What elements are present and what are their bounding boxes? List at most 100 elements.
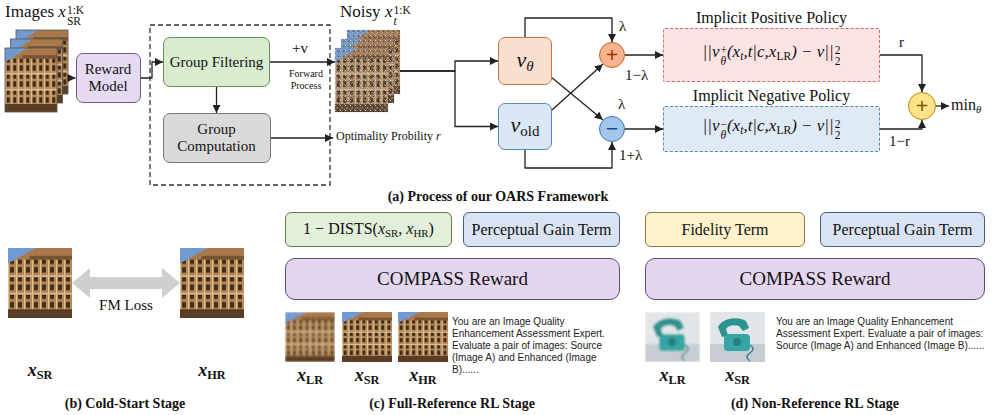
model-box: Reward Model bbox=[76, 53, 141, 103]
node-text: Fidelity Term bbox=[681, 221, 768, 238]
node-text: ||v bbox=[703, 42, 720, 61]
node-heading: xSR bbox=[725, 365, 750, 387]
image-art bbox=[645, 312, 700, 362]
node-text: HR bbox=[418, 373, 436, 387]
reward-box: COMPASS Reward bbox=[285, 258, 620, 300]
process-box: Group Computation bbox=[163, 113, 271, 163]
dashed-group bbox=[150, 25, 330, 185]
connector bbox=[400, 71, 498, 127]
node-text-block: + bbox=[916, 95, 929, 117]
node-text-block: Fidelity Term bbox=[681, 221, 768, 239]
node-text: ) − v|| bbox=[791, 116, 834, 135]
node-text: , bbox=[398, 220, 406, 237]
node-text: v bbox=[516, 47, 526, 72]
node-text-block: 1 − DISTS(xSR, xHR) bbox=[303, 220, 434, 239]
reward-term-box: 1 − DISTS(xSR, xHR) bbox=[285, 212, 452, 247]
node-text: v bbox=[511, 112, 521, 137]
node-text: Perceptual Gain Term bbox=[833, 221, 973, 238]
node-text-block: vold bbox=[511, 113, 540, 139]
annotation-text: θ bbox=[976, 103, 981, 115]
node-text: SR bbox=[734, 373, 750, 387]
noisy-stack-art bbox=[335, 30, 400, 112]
math-script: 1:K bbox=[393, 5, 410, 17]
node-text: x bbox=[660, 365, 669, 385]
node-text: LR bbox=[669, 373, 686, 387]
math-script: 1:K bbox=[67, 5, 84, 17]
math-script: 2 bbox=[835, 130, 841, 142]
node-text: t bbox=[740, 50, 743, 63]
math-script: 2 bbox=[835, 119, 841, 131]
panel-caption: (d) Non-Reference RL Stage bbox=[731, 396, 899, 412]
node-text: x bbox=[409, 365, 418, 385]
node-text: x bbox=[385, 2, 393, 21]
output-arrow bbox=[270, 137, 333, 138]
edge-label: 1−r bbox=[888, 133, 911, 150]
math-stack: 1:KSR bbox=[67, 5, 84, 28]
math-stack: 1:Kt bbox=[393, 5, 410, 28]
image-thumb: xLR bbox=[645, 312, 700, 362]
node-text: t bbox=[740, 124, 743, 137]
math-script: θ bbox=[720, 130, 727, 142]
node-heading: xSR bbox=[28, 360, 53, 382]
node-text: Group Filtering bbox=[170, 54, 264, 70]
reward-term-box: Fidelity Term bbox=[645, 212, 805, 247]
node-text: LR bbox=[776, 50, 791, 63]
connector-group bbox=[68, 18, 922, 283]
image-art bbox=[398, 312, 448, 362]
node-text-block: Group Filtering bbox=[170, 54, 264, 71]
image-art bbox=[285, 312, 335, 362]
math-script: − bbox=[720, 119, 727, 131]
node-text: x bbox=[355, 365, 364, 385]
node-text: x bbox=[58, 2, 66, 21]
label-group: Optimality Probilityr bbox=[336, 130, 441, 144]
node-text: x bbox=[378, 220, 385, 237]
node-heading: xLR bbox=[297, 365, 323, 387]
node-text-block: COMPASS Reward bbox=[740, 268, 891, 289]
node-text: LR bbox=[776, 124, 791, 137]
connector bbox=[68, 77, 76, 78]
math-stack: +θ bbox=[720, 45, 727, 68]
math-script: t bbox=[393, 16, 410, 28]
node-text: (x bbox=[727, 116, 740, 135]
math-stack: −θ bbox=[720, 119, 727, 142]
block-arrow bbox=[90, 277, 162, 289]
panel-caption: (c) Full-Reference RL Stage bbox=[369, 396, 535, 412]
node-heading: xHR bbox=[409, 365, 436, 387]
node-text-block: vθ bbox=[516, 48, 533, 74]
process-box: Group Filtering bbox=[163, 37, 270, 87]
node-heading: Noisyx1:Kt bbox=[340, 2, 411, 28]
node-text-block: + bbox=[606, 44, 619, 66]
connector bbox=[552, 64, 603, 110]
node-text: Reward Model bbox=[85, 61, 132, 94]
node-text: Implicit Positive Policy bbox=[696, 9, 847, 26]
label-group: minθ bbox=[951, 96, 981, 115]
node-text: − bbox=[606, 116, 619, 141]
connector bbox=[880, 120, 922, 129]
node-text-block: − bbox=[606, 118, 619, 140]
panel-caption: (a) Process of our OARS Framework bbox=[388, 189, 609, 205]
node-text: Images bbox=[5, 2, 54, 21]
output-arrow bbox=[936, 105, 949, 106]
connector bbox=[141, 62, 164, 78]
edge-label: FM Loss bbox=[98, 297, 154, 314]
node-heading: xSR bbox=[355, 365, 380, 387]
node-text: ) bbox=[429, 220, 434, 237]
annotation-text: Optimality Probility bbox=[336, 129, 433, 143]
image-stack-art bbox=[5, 30, 68, 112]
prompt-text: You are an Image Quality Enhancement Ass… bbox=[776, 316, 986, 352]
math-script: 2 bbox=[835, 56, 841, 68]
node-text: Implicit Negative Policy bbox=[693, 87, 850, 104]
node-text: Noisy bbox=[340, 2, 381, 21]
image-thumb: xHR bbox=[398, 312, 448, 362]
edge-label: 1−λ bbox=[624, 67, 649, 84]
operator-circle: − bbox=[599, 116, 625, 142]
image-stack: Noisyx1:Kt bbox=[335, 30, 400, 112]
edge-label: r bbox=[898, 34, 905, 51]
node-text: old bbox=[520, 123, 539, 139]
node-text: θ bbox=[526, 58, 533, 74]
operator-circle: + bbox=[599, 42, 625, 68]
node-heading: Imagesx1:KSR bbox=[5, 2, 84, 28]
connector bbox=[270, 61, 335, 62]
node-text: COMPASS Reward bbox=[740, 268, 891, 289]
panel-caption: (b) Cold-Start Stage bbox=[65, 396, 186, 412]
